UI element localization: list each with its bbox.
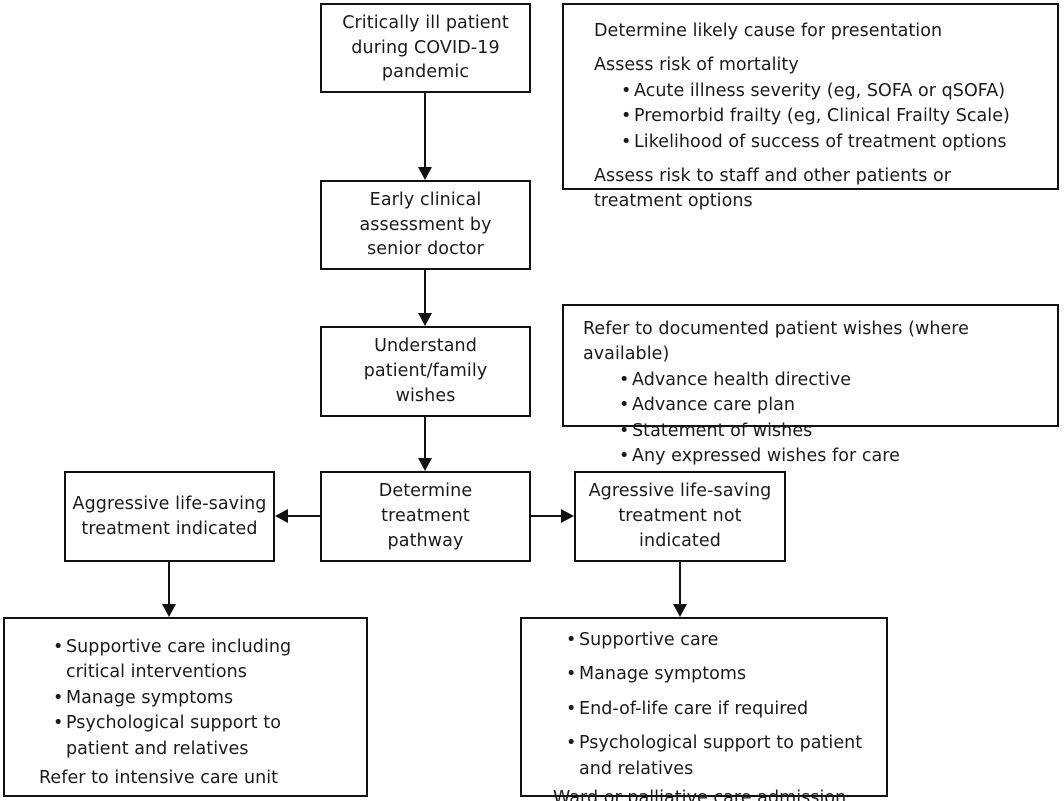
- panel-assessment-bullets: Acute illness severity (eg, SOFA or qSOF…: [621, 79, 1041, 156]
- node-line: assessment by: [359, 214, 492, 235]
- node-aggressive-treatment-indicated: Aggressive life-saving treatment indicat…: [64, 471, 275, 562]
- node-line: Determine: [378, 481, 473, 502]
- arrow-down-icon: [418, 458, 432, 471]
- node-determine-treatment-pathway: Determine treatment pathway: [320, 471, 531, 562]
- list-item: Advance care plan: [619, 393, 1041, 419]
- list-item: Manage symptoms: [566, 662, 874, 688]
- connector-branch-left-to-outcome-left: [168, 562, 170, 604]
- list-item: Supportive care including critical inter…: [53, 635, 306, 686]
- list-item: Manage symptoms: [53, 686, 352, 712]
- panel-assessment-heading-1: Determine likely cause for presentation: [594, 21, 943, 41]
- list-item: End-of-life care if required: [566, 697, 874, 723]
- list-item: Statement of wishes: [619, 419, 1041, 445]
- arrow-down-icon: [162, 604, 176, 617]
- panel-outcome-left-footer: Refer to intensive care unit: [39, 767, 279, 788]
- list-item: Supportive care: [566, 628, 874, 654]
- panel-outcome-aggressive-treatment: Supportive care including critical inter…: [3, 617, 368, 797]
- list-item: Likelihood of success of treatment optio…: [621, 130, 1041, 156]
- list-item: Any expressed wishes for care: [619, 444, 1041, 470]
- node-line: pandemic: [381, 62, 470, 83]
- node-line: treatment: [381, 506, 470, 527]
- panel-assessment-footer: Assess risk to staff and other patients …: [594, 165, 957, 212]
- panel-outcome-left-bullets: Supportive care including critical inter…: [53, 635, 352, 762]
- connector-determine-pathway-to-branch-right: [531, 515, 561, 517]
- panel-wishes-bullets: Advance health directive Advance care pl…: [619, 368, 1041, 470]
- panel-documented-wishes: Refer to documented patient wishes (wher…: [562, 304, 1059, 470]
- node-line: during COVID-19: [351, 37, 500, 58]
- connector-determine-pathway-to-branch-left: [288, 515, 320, 517]
- arrow-down-icon: [418, 313, 432, 326]
- arrow-right-icon: [561, 509, 574, 523]
- panel-assessment: Determine likely cause for presentation …: [562, 3, 1059, 211]
- node-line: patient/family: [363, 361, 488, 382]
- node-line: pathway: [387, 530, 464, 551]
- panel-outcome-no-aggressive-treatment: Supportive care Manage symptoms End-of-l…: [520, 617, 888, 801]
- node-line: Critically ill patient: [342, 12, 509, 33]
- connector-understand-wishes-to-determine-pathway: [424, 417, 426, 458]
- list-item: Acute illness severity (eg, SOFA or qSOF…: [621, 79, 1041, 105]
- node-line: Early clinical: [369, 189, 482, 210]
- node-line: Aggressive life-saving: [72, 493, 267, 514]
- node-line: wishes: [395, 385, 456, 406]
- node-line: indicated: [639, 530, 721, 551]
- list-item: Psychological support to patient and rel…: [53, 711, 298, 762]
- node-understand-patient-family-wishes: Understand patient/family wishes: [320, 326, 531, 417]
- panel-wishes-heading: Refer to documented patient wishes (wher…: [583, 319, 975, 365]
- node-critically-ill-patient: Critically ill patient during COVID-19 p…: [320, 3, 531, 93]
- node-line: treatment indicated: [81, 518, 258, 539]
- node-early-clinical-assessment: Early clinical assessment by senior doct…: [320, 180, 531, 270]
- node-line: treatment not: [618, 506, 742, 527]
- arrow-down-icon: [418, 167, 432, 180]
- node-line: Agressive life-saving: [588, 481, 772, 502]
- panel-outcome-right-bullets: Supportive care Manage symptoms End-of-l…: [566, 628, 874, 782]
- list-item: Premorbid frailty (eg, Clinical Frailty …: [621, 104, 1041, 130]
- panel-outcome-right-footer: Ward or palliative care admission depend…: [553, 787, 847, 801]
- connector-early-assessment-to-understand-wishes: [424, 270, 426, 313]
- connector-branch-right-to-outcome-right: [679, 562, 681, 604]
- connector-start-to-early-assessment: [424, 93, 426, 167]
- node-line: Understand: [374, 336, 477, 357]
- list-item: Advance health directive: [619, 368, 1041, 394]
- arrow-left-icon: [275, 509, 288, 523]
- node-line: senior doctor: [367, 239, 484, 260]
- arrow-down-icon: [673, 604, 687, 617]
- panel-assessment-heading-2: Assess risk of mortality: [594, 55, 799, 76]
- node-aggressive-treatment-not-indicated: Agressive life-saving treatment not indi…: [574, 471, 786, 562]
- list-item: Psychological support to patient and rel…: [566, 731, 874, 782]
